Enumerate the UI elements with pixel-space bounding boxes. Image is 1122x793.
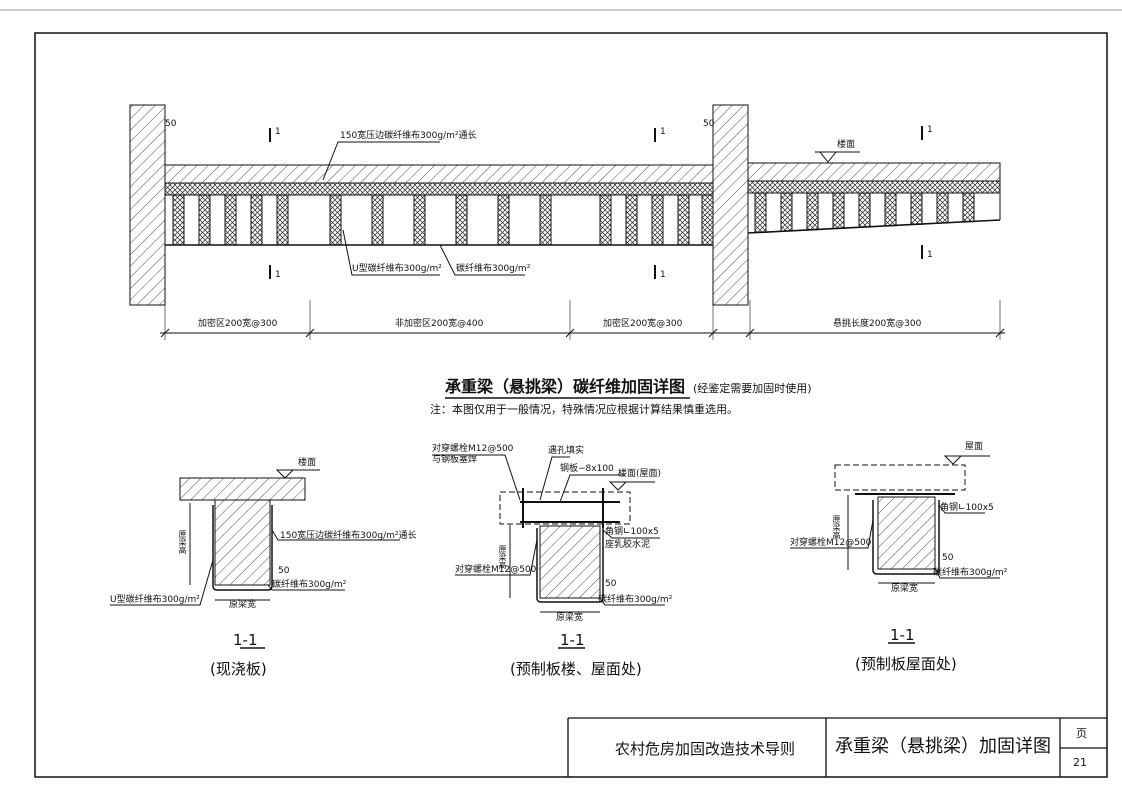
fiber-strip (884, 192, 897, 227)
main-title: 承重梁（悬挑梁）碳纤维加固详图 (445, 377, 686, 396)
zone-label: 加密区200宽@300 (198, 319, 278, 329)
drawing-frame (34, 32, 1108, 778)
sec2-angle: 角钢∟100x5 (605, 527, 659, 537)
fiber-strip (832, 192, 845, 229)
sec3-dim: 50 (942, 553, 954, 563)
sec3-caption: (预制板屋面处) (855, 655, 957, 673)
sec1-name: 1-1 (233, 631, 258, 649)
zone-label: 非加密区200宽@400 (395, 319, 484, 329)
sec2-name: 1-1 (560, 631, 585, 649)
offset-dim-left: 50 (165, 119, 177, 129)
fiber-strip (172, 194, 185, 246)
section-3-graphic (790, 455, 1000, 644)
fiber-strip (250, 194, 263, 246)
sec1-top-fiber: 150宽压边碳纤维布300g/m²通长 (280, 531, 417, 541)
fiber-strip (329, 194, 342, 246)
sec2-height: 原梁高 (498, 545, 507, 569)
cantilever-fiber-band (747, 180, 1001, 194)
sec1-caption: (现浇板) (210, 660, 267, 678)
fiber-strip (780, 192, 793, 232)
section-2-graphic (432, 454, 665, 649)
sec2-fiber: 碳纤维布300g/m² (598, 595, 673, 605)
floor-label: 楼面 (837, 140, 856, 150)
sec1-width: 原梁宽 (229, 600, 257, 610)
sec1-floor: 楼面 (298, 458, 317, 468)
offset-dim-mid: 50 (703, 119, 715, 129)
general-note: 注：本图仅用于一般情况，特殊情况应根据计算结果慎重选用。 (430, 403, 738, 416)
fiber-strip (455, 194, 468, 246)
top-fiber-label: 150宽压边碳纤维布300g/m²通长 (340, 131, 477, 141)
sec2-caption: (预制板楼、屋面处) (510, 660, 642, 678)
zone-label: 悬挑长度200宽@300 (833, 319, 922, 329)
title-block-lines (567, 717, 1107, 777)
elevation (129, 104, 1005, 340)
fiber-strip (539, 194, 552, 246)
sec2-width: 原梁宽 (556, 613, 584, 623)
section-mark-label: 1 (275, 127, 281, 137)
sec3-fiber: 碳纤维布300g/m² (933, 568, 1008, 578)
sec2-plate: 钢板−8x100 (560, 464, 614, 474)
leader-top-fiber (322, 141, 440, 181)
fiber-strip (651, 194, 664, 246)
section-1-graphic (110, 469, 400, 649)
fiber-strip (276, 194, 289, 246)
fiber-strip (625, 194, 638, 246)
fiber-strip (962, 192, 975, 223)
fiber-strip (806, 192, 819, 231)
book-title: 农村危房加固改造技术导则 (615, 740, 796, 758)
sec3-angle: 角钢∟100x5 (940, 503, 994, 513)
fiber-strip (701, 194, 714, 246)
sec3-width: 原梁宽 (891, 584, 919, 594)
left-wall (129, 104, 166, 306)
sec3-bolt: 对穿螺栓M12@500 (790, 538, 872, 548)
sec2-dim: 50 (605, 579, 617, 589)
cantilever-slab (747, 162, 1001, 182)
fiber-strip (754, 192, 767, 233)
section-mark-label: 1 (660, 127, 666, 137)
leader-u-fiber (342, 229, 440, 276)
sec2-bolt-top: 对穿螺栓M12@500 (432, 444, 514, 454)
fiber-strip (224, 194, 237, 246)
sec1-height: 原梁高 (178, 530, 187, 554)
zone-label: 加密区200宽@300 (603, 319, 683, 329)
fiber-strip (599, 194, 612, 246)
floor-level-symbol (815, 151, 860, 163)
sec3-height: 原梁高 (832, 515, 841, 539)
main-title-note: (经鉴定需要加固时使用) (693, 382, 812, 395)
section-mark-label: 1 (660, 270, 666, 280)
fiber-strip (677, 194, 690, 246)
leader-fiber (439, 244, 525, 276)
sec2-bolt-weld: 与钢板塞焊 (432, 455, 478, 465)
u-fiber-label: U型碳纤维布300g/m² (352, 264, 442, 274)
sec1-fiber: 碳纤维布300g/m² (272, 580, 347, 590)
section-mark-label: 1 (927, 125, 933, 135)
section-marks (269, 126, 923, 279)
fiber-strip (910, 192, 923, 225)
beam-slab (164, 164, 714, 184)
fiber-label: 碳纤维布300g/m² (456, 264, 531, 274)
sec1-u-fiber: U型碳纤维布300g/m² (110, 595, 200, 605)
section-mark-label: 1 (927, 250, 933, 260)
fiber-strip (198, 194, 211, 246)
page-number: 21 (1073, 756, 1087, 769)
fiber-strip (371, 194, 384, 246)
page-label: 页 (1076, 727, 1087, 740)
fiber-strip (858, 192, 871, 228)
fiber-strip (936, 192, 949, 224)
sec2-bolt: 对穿螺栓M12@500 (455, 565, 537, 575)
fiber-strip (497, 194, 510, 246)
drawing-title: 承重梁（悬挑梁）加固详图 (835, 736, 1051, 757)
sec3-name: 1-1 (890, 626, 915, 644)
sec2-floor: 楼面(屋面) (618, 469, 662, 479)
sec1-dim: 50 (278, 566, 290, 576)
section-mark-label: 1 (275, 270, 281, 280)
sec2-fill: 遇孔填实 (548, 446, 585, 456)
sec2-mortar: 座乳胶水泥 (605, 540, 651, 550)
top-fiber-band (164, 182, 714, 196)
middle-wall (712, 104, 749, 306)
sec3-roof: 屋面 (965, 442, 984, 452)
fiber-strip (413, 194, 426, 246)
